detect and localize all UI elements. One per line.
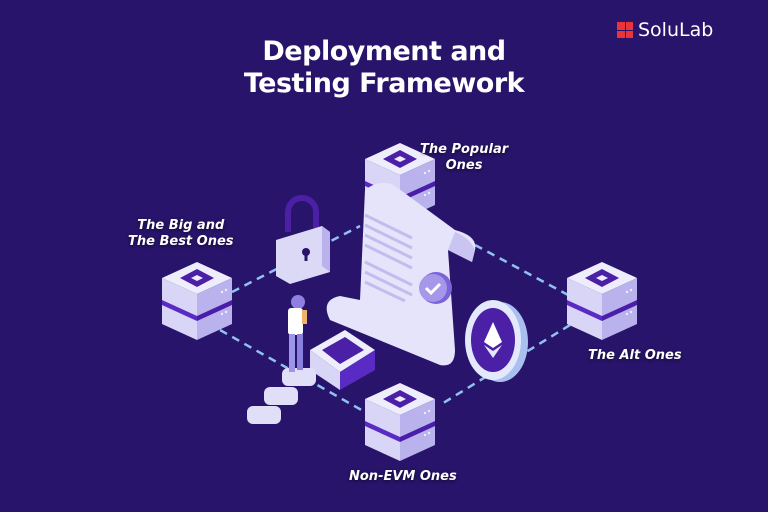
label-popular: The Popular Ones <box>420 142 508 174</box>
logo-text: SoluLab <box>638 19 714 41</box>
server-non-evm <box>365 383 435 461</box>
contract-document-icon <box>326 182 476 366</box>
title-line-1: Deployment and <box>262 36 506 67</box>
solulab-logo: SoluLab <box>617 19 713 41</box>
label-big-best-line-2: The Best Ones <box>128 234 234 249</box>
ethereum-coin-icon <box>465 300 528 382</box>
server-big-best <box>162 262 232 340</box>
server-alt <box>567 262 637 340</box>
page-title: Deployment and Testing Framework <box>0 36 768 100</box>
label-non-evm: Non-EVM Ones <box>349 469 457 484</box>
platform-block <box>310 330 375 390</box>
label-big-best: The Big and The Best Ones <box>128 218 234 250</box>
label-popular-line-1: The Popular <box>420 142 509 157</box>
person-figure <box>288 295 307 372</box>
label-alt: The Alt Ones <box>588 348 682 363</box>
padlock-icon <box>276 195 330 284</box>
stepping-stones <box>247 368 316 424</box>
label-big-best-line-1: The Big and <box>137 218 225 233</box>
label-popular-line-2: Ones <box>445 158 483 173</box>
logo-mark-icon <box>617 22 633 38</box>
title-line-2: Testing Framework <box>243 68 525 99</box>
